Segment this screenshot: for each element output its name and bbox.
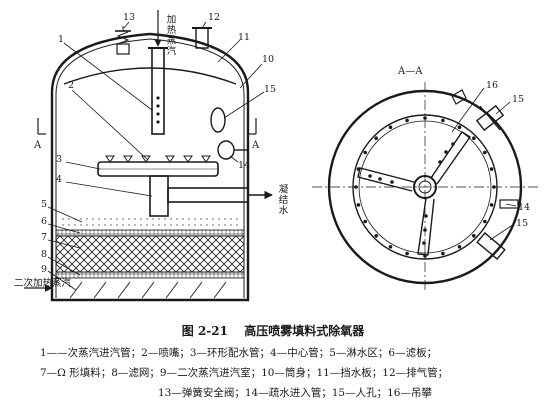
ring-nozzle [388, 125, 393, 129]
filter-plate [55, 229, 245, 237]
section-drain-pipe [499, 199, 519, 209]
ring-nozzle [441, 118, 445, 123]
ring-nozzle [489, 167, 494, 171]
svg-text:13: 13 [123, 12, 135, 23]
svg-text:3: 3 [56, 154, 62, 165]
svg-text:14: 14 [238, 160, 250, 171]
center-pipe [149, 175, 273, 217]
ring-nozzle [388, 245, 393, 249]
steam-inlet-label: 加热蒸汽 [165, 14, 177, 56]
water-baffle [63, 67, 237, 85]
ring-nozzle [374, 136, 379, 140]
svg-text:5: 5 [41, 199, 47, 210]
screen-mesh [55, 271, 245, 279]
ring-nozzle [483, 219, 487, 224]
legend: 1——次蒸汽进汽管；2—喷嘴；3—环形配水管；4—中心管；5—淋水区；6—滤板；… [40, 343, 540, 403]
ring-nozzle [374, 234, 379, 238]
svg-text:9: 9 [41, 264, 47, 275]
callout-numbers-right: 16 15 14 15 [486, 80, 530, 229]
second-steam-label: 二次加热蒸汽 [14, 277, 72, 289]
callouts-left [47, 21, 265, 291]
ring-nozzle [457, 125, 462, 129]
svg-text:4: 4 [56, 174, 62, 185]
branch-nozzles [368, 142, 455, 245]
annular-water-pipe [97, 161, 219, 177]
svg-text:15: 15 [516, 218, 528, 229]
drain-inlet-pipe [217, 140, 248, 160]
svg-text:8: 8 [41, 249, 47, 260]
spray-nozzles [105, 155, 211, 163]
svg-text:2: 2 [68, 80, 74, 91]
svg-text:A: A [251, 140, 260, 151]
svg-text:1: 1 [58, 34, 64, 45]
ring-nozzle [472, 234, 476, 238]
plan-section-view: A—A [312, 66, 538, 292]
safety-valve [115, 26, 131, 55]
ring-nozzle [457, 245, 462, 249]
legend-line-3: 13—弹簧安全阀；14—疏水进入管；15—人孔；16—吊攀 [158, 387, 432, 399]
elevation-view: 加热蒸汽 凝结水 [14, 10, 289, 302]
section-title: A—A [397, 66, 423, 77]
ring-nozzle [363, 150, 368, 155]
primary-steam-pipe [148, 10, 168, 135]
ring-nozzle [405, 251, 409, 256]
legend-line-1: 1——次蒸汽进汽管；2—喷嘴；3—环形配水管；4—中心管；5—淋水区；6—滤板； [40, 347, 438, 359]
svg-text:12: 12 [208, 12, 220, 23]
svg-text:7: 7 [41, 232, 47, 243]
figure-title: 高压喷雾填料式除氧器 [244, 324, 365, 338]
svg-text:16: 16 [486, 80, 498, 91]
omega-packing [55, 235, 245, 273]
callouts-right [451, 87, 517, 241]
callout-numbers-left: 1 2 3 4 5 6 7 8 9 10 11 12 13 14 15 [41, 12, 276, 275]
radial-branches [357, 131, 471, 256]
spray-zone [58, 216, 242, 230]
legend-line-2: 7—Ω 形填料；8—滤网；9—二次蒸汽进汽室；10—筒身；11—挡水板；12—排… [40, 367, 449, 379]
ring-nozzle [405, 118, 409, 123]
ring-nozzle [489, 203, 494, 207]
ring-nozzle [441, 251, 445, 256]
svg-text:10: 10 [262, 54, 274, 65]
svg-text:11: 11 [238, 32, 250, 43]
section-manhole-bottom [476, 232, 506, 260]
vessel-shell [50, 32, 250, 302]
condensate-label: 凝结水 [277, 184, 289, 216]
svg-text:14: 14 [518, 202, 530, 213]
svg-text:6: 6 [41, 216, 47, 227]
manhole-upper [210, 107, 226, 133]
ring-nozzle [483, 150, 487, 155]
svg-text:A: A [33, 140, 42, 151]
inner-shell-line [55, 38, 245, 298]
svg-text:15: 15 [264, 84, 276, 95]
ring-nozzle [356, 203, 361, 207]
svg-text:15: 15 [512, 94, 524, 105]
deaerator-diagram: 加热蒸汽 凝结水 [14, 10, 538, 302]
ring-nozzle [363, 219, 368, 224]
lifting-lug [451, 89, 467, 105]
center-lines [312, 82, 538, 292]
figure-number: 图 2-21 [181, 324, 228, 338]
section-marker-left: A A [33, 118, 260, 151]
ring-nozzle [472, 136, 476, 140]
figure-caption: 图 2-21 高压喷雾填料式除氧器 [0, 322, 546, 339]
